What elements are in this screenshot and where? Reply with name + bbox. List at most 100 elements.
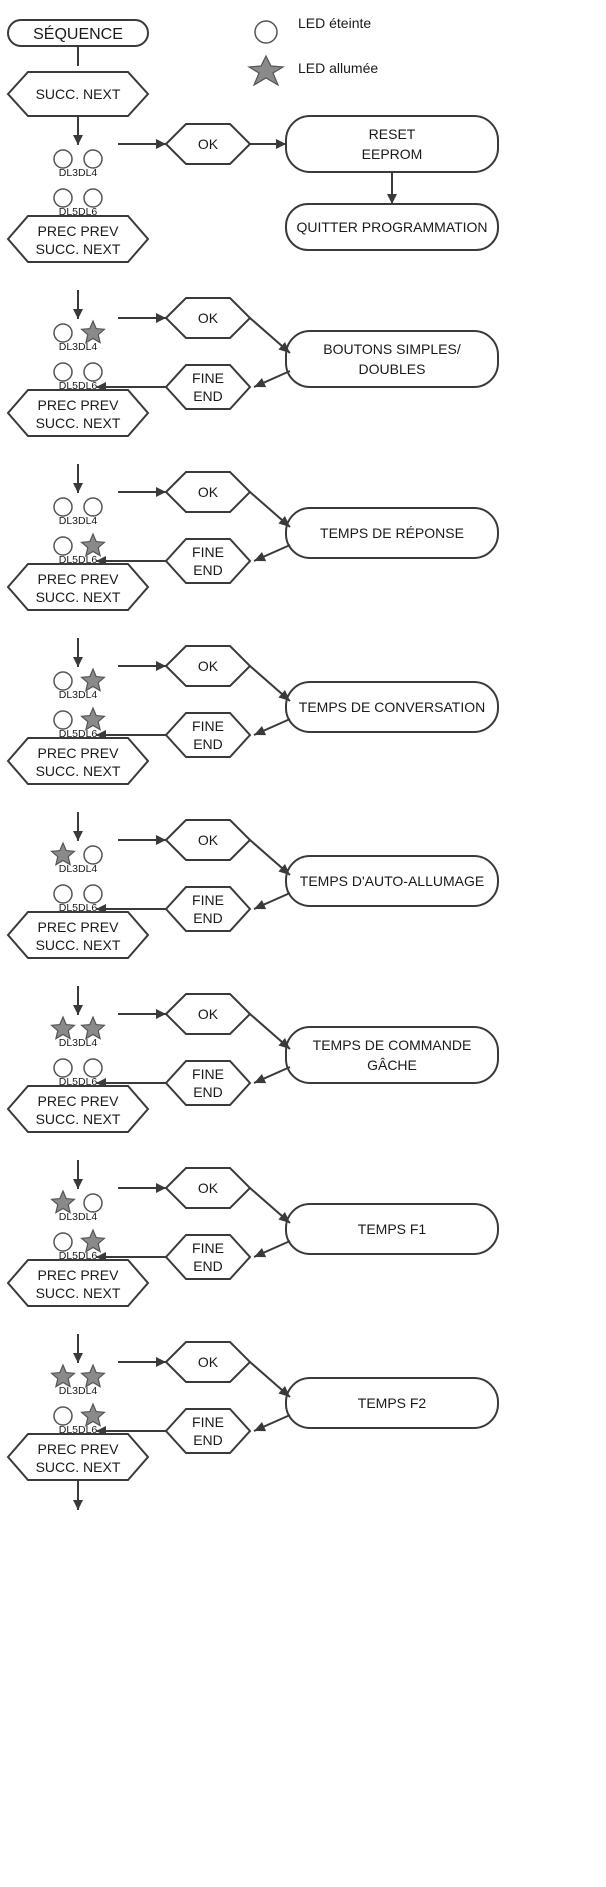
led-dl4-on-icon: [80, 1015, 106, 1040]
action-label-line2: DOUBLES: [359, 361, 426, 377]
nav-label-line2: SUCC. NEXT: [36, 763, 121, 779]
led-dl5-off-icon: [53, 1058, 73, 1078]
led-dl3-on-icon: [50, 1189, 76, 1214]
nav-label-line2: SUCC. NEXT: [36, 937, 121, 953]
led-label-top: DL3DL4: [59, 167, 98, 179]
led-dl6-off-icon: [83, 362, 103, 382]
fine-hexagon: [164, 1408, 252, 1454]
led-dl6-on-icon: [80, 706, 106, 731]
fine-label-line1: FINE: [192, 1066, 224, 1082]
action-to-fine-arrow-head: [254, 378, 267, 388]
led-dl6-on-icon: [80, 532, 106, 557]
fine-label-line2: END: [193, 388, 223, 404]
ok-label: OK: [198, 310, 219, 326]
ok-to-action-arrow-head: [278, 516, 290, 527]
led-label-top: DL3DL4: [59, 863, 98, 875]
nav-label-line1: PREC PREV: [38, 1267, 120, 1283]
led-label-top: DL3DL4: [59, 1037, 98, 1049]
nav-hexagon: [6, 911, 150, 959]
led-dl3-off-icon: [53, 497, 73, 517]
ok-label: OK: [198, 832, 219, 848]
nav-hexagon: [6, 215, 150, 263]
led-dl4-off-icon: [83, 1193, 103, 1213]
action-to-fine-arrow-head: [254, 1422, 267, 1432]
exit-label: QUITTER PROGRAMMATION: [296, 219, 487, 235]
ok-to-action-arrow-head: [278, 1386, 290, 1397]
nav-label-line1: PREC PREV: [38, 1441, 120, 1457]
fine-label-line1: FINE: [192, 892, 224, 908]
led-dl4-off-icon: [83, 149, 103, 169]
fine-label-line2: END: [193, 736, 223, 752]
ok-connector-arrow-head: [156, 1009, 166, 1019]
led-dl4-off-icon: [83, 845, 103, 865]
down-connector-arrow-head: [73, 309, 83, 319]
fine-label-line1: FINE: [192, 718, 224, 734]
fine-hexagon: [164, 364, 252, 410]
ok-connector-arrow-head: [156, 1357, 166, 1367]
action-terminal: [285, 330, 499, 388]
action-to-exit-arrow-head: [387, 194, 397, 204]
led-dl6-off-icon: [83, 1058, 103, 1078]
nav-hexagon: [6, 389, 150, 437]
led-dl5-off-icon: [53, 884, 73, 904]
nav-hexagon-first: SUCC. NEXT: [6, 71, 150, 117]
ok-to-action-arrow-head: [278, 1212, 290, 1223]
led-dl5-off-icon: [53, 362, 73, 382]
down-connector-arrow-head: [73, 831, 83, 841]
nav-label-line2: SUCC. NEXT: [36, 415, 121, 431]
led-dl3-off-icon: [53, 323, 73, 343]
final-connector-arrow-head: [73, 1500, 83, 1510]
led-label-top: DL3DL4: [59, 515, 98, 527]
nav-label-line1: PREC PREV: [38, 223, 120, 239]
led-dl4-on-icon: [80, 667, 106, 692]
action-to-fine-arrow-head: [254, 1074, 267, 1084]
nav-label-line2: SUCC. NEXT: [36, 1459, 121, 1475]
nav-label-line1: PREC PREV: [38, 397, 120, 413]
led-dl6-off-icon: [83, 188, 103, 208]
action-to-fine-arrow-head: [254, 552, 267, 562]
fine-label-line2: END: [193, 1432, 223, 1448]
legend-led-on-label: LED allumée: [298, 60, 378, 76]
fine-label-line2: END: [193, 1258, 223, 1274]
action-label-line1: RESET: [369, 126, 416, 142]
ok-label: OK: [198, 1354, 219, 1370]
led-dl3-on-icon: [50, 1015, 76, 1040]
led-dl5-off-icon: [53, 536, 73, 556]
led-dl6-on-icon: [80, 1402, 106, 1427]
led-label-top: DL3DL4: [59, 1385, 98, 1397]
led-dl3-off-icon: [53, 671, 73, 691]
fine-label-line2: END: [193, 562, 223, 578]
sequence-start-terminal: SÉQUENCE: [7, 19, 149, 47]
legend: LED éteinte LED allumée: [247, 15, 378, 87]
led-label-top: DL3DL4: [59, 689, 98, 701]
nav-label-line2: SUCC. NEXT: [36, 1111, 121, 1127]
action-label: TEMPS DE CONVERSATION: [299, 699, 485, 715]
fine-label-line2: END: [193, 1084, 223, 1100]
led-dl3-off-icon: [53, 149, 73, 169]
down-connector-arrow-head: [73, 1179, 83, 1189]
ok-label: OK: [198, 1006, 219, 1022]
led-dl5-off-icon: [53, 1232, 73, 1252]
action-terminal: [285, 507, 499, 559]
ok-label: OK: [198, 484, 219, 500]
led-dl4-off-icon: [83, 497, 103, 517]
down-connector-arrow-head: [73, 135, 83, 145]
fine-hexagon: [164, 538, 252, 584]
led-off-legend-icon: [254, 20, 278, 44]
ok-connector-arrow-head: [156, 661, 166, 671]
led-dl5-off-icon: [53, 710, 73, 730]
fine-hexagon: [164, 886, 252, 932]
nav-label-line2: SUCC. NEXT: [36, 241, 121, 257]
led-dl4-on-icon: [80, 319, 106, 344]
ok-label: OK: [198, 658, 219, 674]
ok-connector-arrow-head: [156, 487, 166, 497]
led-on-legend-icon: [247, 54, 285, 87]
nav-hexagon: [6, 563, 150, 611]
led-dl5-off-icon: [53, 188, 73, 208]
